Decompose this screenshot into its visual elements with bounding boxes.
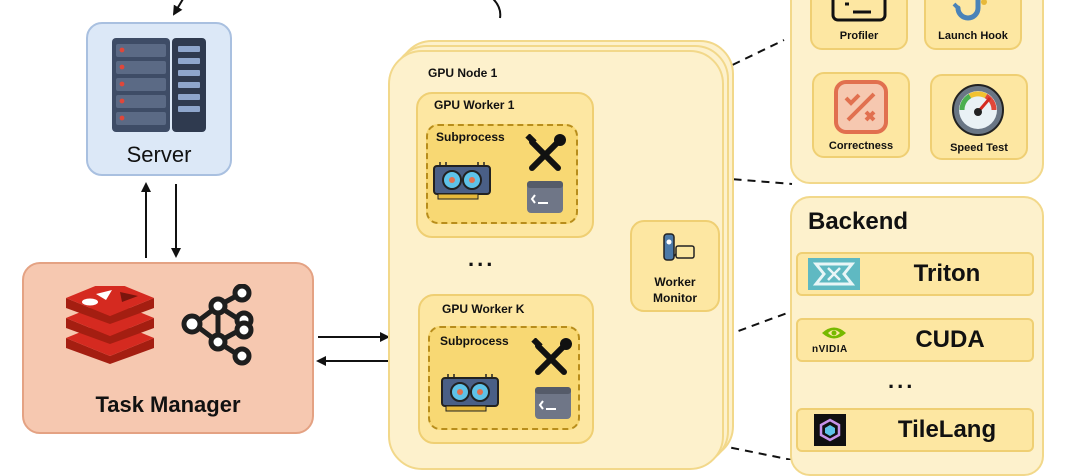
subprocess-1-label: Subprocess: [436, 130, 505, 144]
worker-monitor-label: Worker Monitor: [630, 274, 720, 306]
monitor-device-icon: [663, 233, 695, 261]
backend-title: Backend: [808, 208, 909, 235]
gpu-worker-1-label: GPU Worker 1: [434, 98, 515, 112]
gpu-card-icon: [441, 374, 499, 412]
arrow-into-server-top: [172, 0, 184, 16]
worker-monitor-label-line1: Worker: [654, 275, 696, 289]
workers-ellipsis: ...: [468, 246, 496, 271]
profiler-label: Profiler: [839, 30, 879, 42]
server-rack-icon: [112, 38, 206, 132]
task-manager-label: Task Manager: [95, 392, 241, 417]
triton-logo-icon: [808, 258, 860, 290]
backend-name-cuda: CUDA: [915, 326, 985, 353]
backend-name-tilelang: TileLang: [897, 416, 997, 443]
arc-top: [492, 0, 502, 19]
gpu-node-label: GPU Node 1: [428, 66, 498, 80]
worker-monitor-box: [630, 220, 720, 312]
kafka-graph-icon: [181, 284, 254, 366]
terminal-icon: [535, 387, 571, 419]
backend-name-triton: Triton: [913, 260, 981, 287]
profiler-card: [810, 0, 908, 50]
correctness-icon: [834, 80, 888, 134]
redis-icon: [66, 286, 154, 364]
tools-icon: [531, 338, 572, 375]
gpu-card-icon: [433, 162, 491, 200]
tools-icon: [525, 134, 566, 171]
terminal-icon: [527, 181, 563, 213]
tilelang-logo-icon: [814, 414, 846, 446]
speed-test-icon: [952, 84, 1004, 136]
profiler-icon: [831, 0, 887, 22]
launch-hook-card: [924, 0, 1022, 50]
nvidia-logo-text: nVIDIA: [812, 344, 848, 355]
correctness-label: Correctness: [828, 140, 894, 152]
speed-test-label: Speed Test: [950, 142, 1008, 154]
nvidia-eye-icon: [822, 327, 846, 339]
gpu-worker-k-label: GPU Worker K: [442, 302, 525, 316]
subprocess-k-label: Subprocess: [440, 334, 509, 348]
launch-hook-icon: [952, 0, 987, 21]
backend-row-cuda: [796, 318, 1034, 362]
server-label: Server: [126, 142, 192, 167]
worker-monitor-label-line2: Monitor: [653, 291, 697, 305]
backend-ellipsis: ...: [888, 368, 916, 393]
launch-hook-label: Launch Hook: [938, 30, 1008, 42]
